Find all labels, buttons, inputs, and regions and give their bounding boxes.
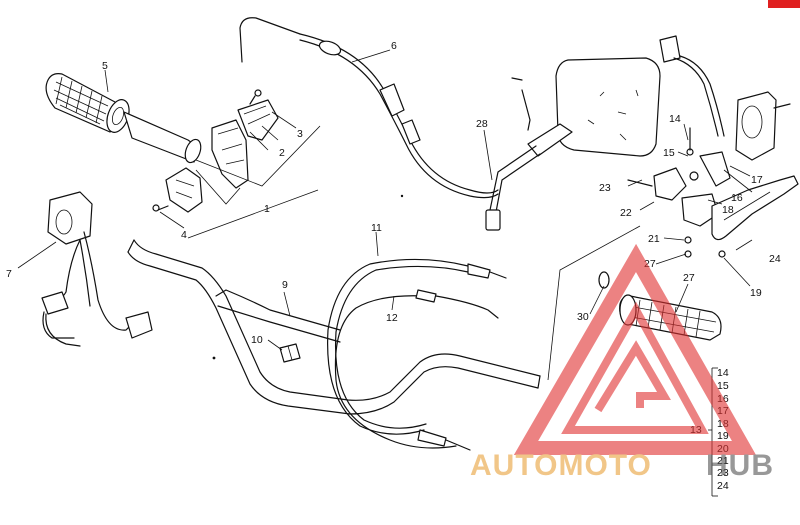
- callout-30: 30: [577, 311, 589, 323]
- stray-dot: [212, 356, 216, 360]
- watermark-word-2: HUB: [706, 449, 774, 482]
- callout-24: 27: [644, 258, 656, 270]
- group13-item: 15: [717, 380, 729, 392]
- callout-11: 11: [371, 222, 382, 234]
- watermark-word-1: AUTOMOTO: [470, 449, 652, 482]
- handlebar: [127, 239, 541, 415]
- callout-15: 15: [663, 147, 675, 159]
- group13-item: 24: [717, 480, 729, 492]
- watermark: AUTOMOTO HUB: [470, 243, 774, 482]
- callout-14: 14: [669, 113, 681, 125]
- corner-mark: [768, 0, 800, 8]
- callout-5: 5: [102, 60, 108, 72]
- group13-item: 19: [717, 430, 729, 442]
- bracket-1: [187, 125, 321, 239]
- group13-item: 23: [717, 467, 729, 479]
- right-switch: [659, 35, 791, 161]
- left-grip: [45, 73, 202, 164]
- callout-2: 2: [279, 147, 285, 159]
- throttle-cable: [239, 17, 531, 199]
- left-switch: [41, 191, 153, 347]
- callout-16: 16: [731, 192, 743, 204]
- callout-22: 23: [599, 182, 611, 194]
- callout-19: 19: [750, 287, 762, 299]
- callout-28: 28: [476, 118, 488, 130]
- callout-21: 22: [620, 207, 632, 219]
- callout-6: 6: [391, 40, 397, 52]
- callout-17: 17: [751, 174, 763, 186]
- callout-27: 27: [683, 272, 695, 284]
- brake-master: [627, 127, 799, 258]
- callout-3: 3: [297, 128, 303, 140]
- stray-dot: [400, 194, 404, 198]
- mirror: [485, 57, 661, 231]
- throttle-housing: [152, 89, 279, 213]
- callout-20: 21: [648, 233, 660, 245]
- group13-item: 21: [717, 455, 729, 467]
- callout-4: 4: [181, 229, 187, 241]
- callout-7: 7: [6, 268, 12, 280]
- callout-labels: 5 6 3 2 1 4 7 9 10 11 12 28 14 15 17 16 …: [6, 40, 781, 436]
- leader-lines: [17, 49, 753, 497]
- callout-9: 9: [282, 279, 288, 291]
- group13-item: 14: [717, 367, 729, 379]
- callout-1: 1: [264, 203, 270, 215]
- watermark-logo: [513, 243, 757, 455]
- callout-18: 18: [722, 204, 734, 216]
- clutch-cables: [327, 258, 507, 451]
- callout-12: 12: [386, 312, 398, 324]
- callout-23: 24: [769, 253, 781, 265]
- clamp: [279, 343, 301, 363]
- callout-10: 10: [251, 334, 263, 346]
